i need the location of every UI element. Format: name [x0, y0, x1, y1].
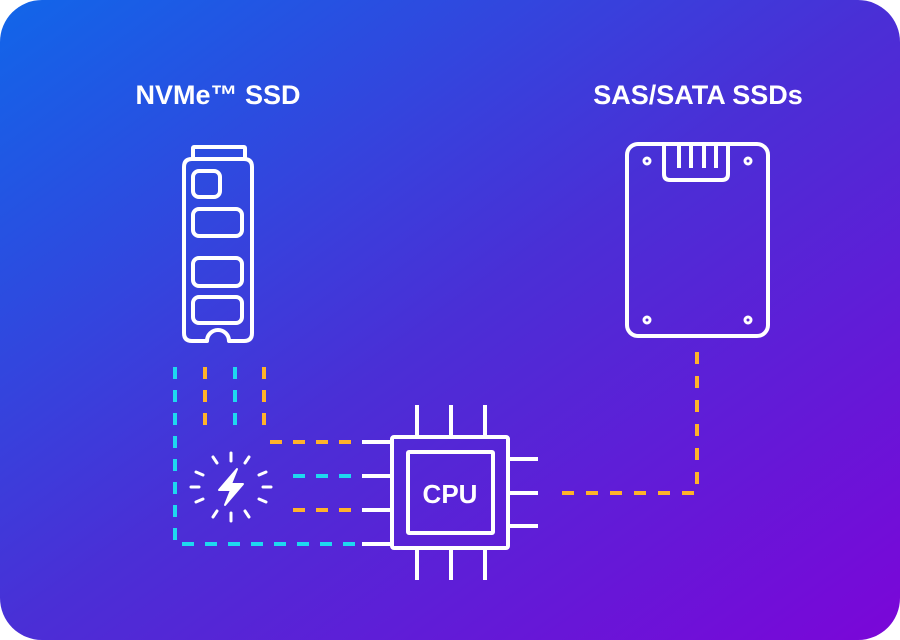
m2-ssd-icon [182, 145, 254, 343]
screw-hole [642, 156, 652, 166]
nvme-lanes [173, 367, 356, 546]
nvme-ssd-title: NVMe™ SSD [135, 80, 300, 110]
cpu-label: CPU [423, 479, 478, 509]
screw-hole [743, 156, 753, 166]
sas-sata-ssd-title: SAS/SATA SSDs [593, 80, 803, 110]
2-5-inch-ssd-icon [625, 142, 770, 338]
screw-hole [642, 315, 652, 325]
screw-hole [743, 315, 753, 325]
lightning-burst-icon [189, 451, 273, 523]
cpu-chip-icon: CPU [362, 405, 538, 580]
